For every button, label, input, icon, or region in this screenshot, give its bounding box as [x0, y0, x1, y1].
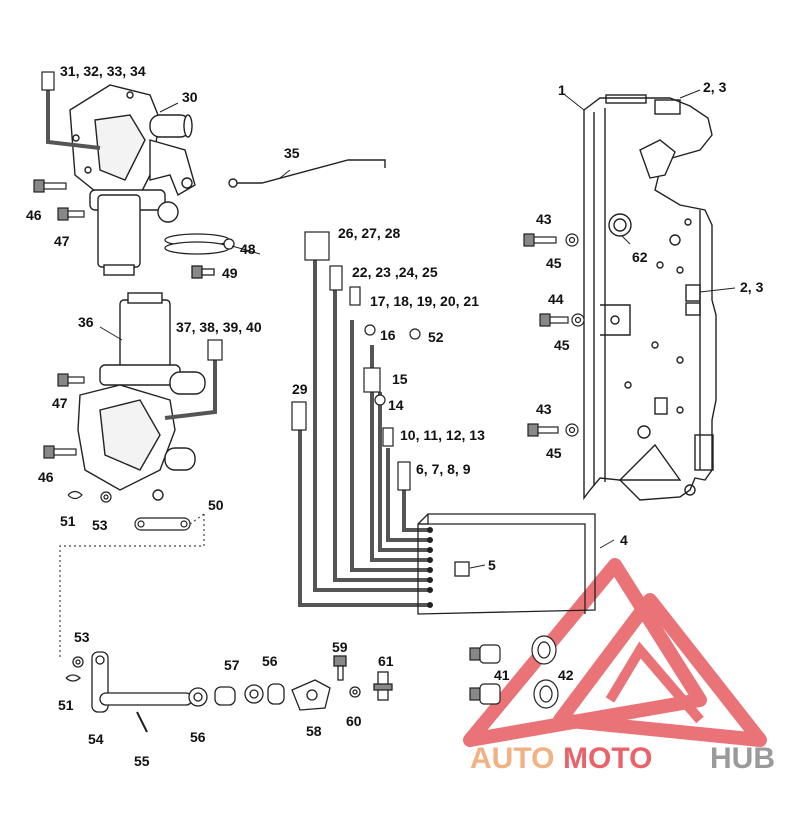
callout-30: 30 [182, 89, 198, 105]
callout-labels: 1 2, 3 2, 3 4 5 6, 7, 8, 9 10, 11, 12, 1… [26, 63, 764, 769]
callout-6-9: 6, 7, 8, 9 [416, 461, 471, 477]
callout-50: 50 [208, 497, 224, 513]
callout-47-upper: 47 [54, 233, 70, 249]
callout-5: 5 [488, 557, 496, 573]
callout-52: 52 [428, 329, 444, 345]
callout-48: 48 [240, 241, 256, 257]
callout-55: 55 [134, 753, 150, 769]
hose-clamp [164, 233, 235, 279]
callout-45-upper: 45 [546, 255, 562, 271]
tilt-motor-lower [77, 292, 206, 501]
callout-49: 49 [222, 265, 238, 281]
link-assembly-upper [59, 490, 205, 660]
relay-box [417, 513, 596, 615]
callout-29: 29 [292, 381, 308, 397]
callout-4: 4 [620, 532, 628, 548]
callout-54: 54 [88, 731, 104, 747]
callout-43-upper: 43 [536, 211, 552, 227]
mounting-plate [583, 94, 717, 501]
callout-51-lower: 51 [58, 697, 74, 713]
callout-14: 14 [388, 397, 404, 413]
callout-61: 61 [378, 653, 394, 669]
callout-31-34: 31, 32, 33, 34 [60, 63, 146, 79]
wiring-harness [298, 260, 430, 607]
callout-46-lower: 46 [38, 469, 54, 485]
grommet-group [469, 635, 559, 709]
callout-46-upper: 46 [26, 207, 42, 223]
callout-58: 58 [306, 723, 322, 739]
callout-26-28: 26, 27, 28 [338, 225, 400, 241]
callout-37-40: 37, 38, 39, 40 [176, 319, 262, 335]
callout-10-13: 10, 11, 12, 13 [400, 427, 485, 443]
callout-53-upper: 53 [92, 517, 108, 533]
callout-45-mid: 45 [554, 337, 570, 353]
callout-59: 59 [332, 639, 348, 655]
callout-62: 62 [632, 249, 648, 265]
bolt-washer-group [523, 233, 585, 437]
callout-56-left: 56 [190, 729, 206, 745]
callout-2-3-top: 2, 3 [703, 79, 727, 95]
logo-word-auto: AUTO [470, 742, 554, 775]
callout-53-lower: 53 [74, 629, 90, 645]
harness-end-ferrules [427, 527, 433, 608]
automotohub-logo [463, 558, 767, 747]
callout-36: 36 [78, 314, 94, 330]
callout-47-lower: 47 [52, 395, 68, 411]
callout-16: 16 [380, 327, 396, 343]
callout-41: 41 [494, 667, 510, 683]
callout-45-lower: 45 [546, 445, 562, 461]
callout-43-lower: 43 [536, 401, 552, 417]
callout-42: 42 [558, 667, 574, 683]
leader-lines [99, 89, 736, 569]
callout-60: 60 [346, 713, 362, 729]
logo-word-moto: MOTO [563, 742, 652, 775]
callout-44: 44 [548, 291, 564, 307]
logo-word-hub: HUB [710, 742, 775, 775]
callout-2-3-mid: 2, 3 [740, 279, 764, 295]
callout-1: 1 [558, 82, 566, 98]
callout-22-25: 22, 23 ,24, 25 [352, 264, 438, 280]
motor-pigtail-upper [41, 71, 101, 150]
callout-57: 57 [224, 657, 240, 673]
callout-17-21: 17, 18, 19, 20, 21 [370, 293, 479, 309]
control-rod [228, 159, 386, 188]
callout-51-upper: 51 [60, 513, 76, 529]
bolt-group-lower [43, 373, 85, 459]
link-assembly-lower [65, 651, 393, 733]
tilt-motor-upper [69, 84, 196, 276]
motor-pigtail-lower [164, 339, 223, 420]
callout-56-right: 56 [262, 653, 278, 669]
bolt-group-upper [33, 179, 85, 221]
automotohub-wordmark: AUTO MOTO HUB [470, 742, 775, 775]
callout-15: 15 [392, 371, 408, 387]
harness-connectors [291, 231, 421, 491]
callout-35: 35 [284, 145, 300, 161]
